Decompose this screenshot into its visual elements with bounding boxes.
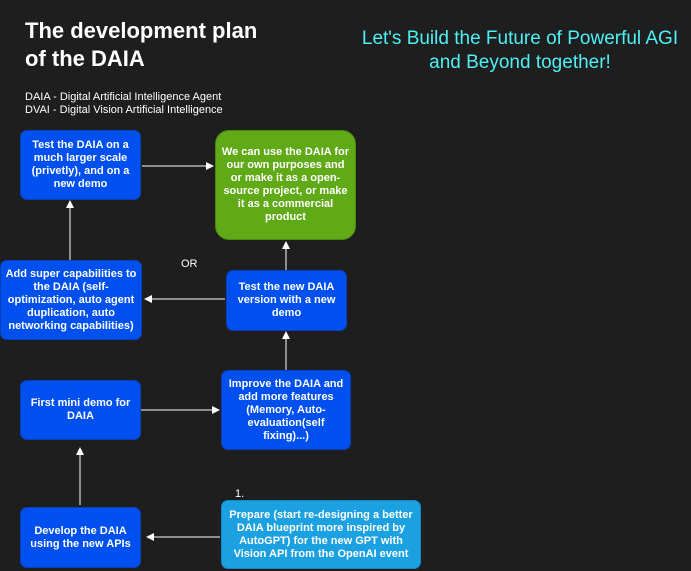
box-use-daia: We can use the DAIA for our own purposes…: [215, 130, 356, 240]
page-title: The development plan of the DAIA: [25, 17, 257, 73]
box-first-mini-demo: First mini demo for DAIA: [20, 380, 141, 440]
box-test-new-version: Test the new DAIA version with a new dem…: [226, 270, 347, 331]
box-prepare: Prepare (start re-designing a better DAI…: [221, 500, 421, 569]
box-develop-daia: Develop the DAIA using the new APIs: [20, 507, 141, 568]
box-test-larger-scale: Test the DAIA on a much larger scale (pr…: [20, 130, 141, 200]
tagline-line-2: and Beyond together!: [429, 52, 611, 73]
definition-dvai: DVAI - Digital Vision Artificial Intelli…: [25, 104, 223, 116]
step-one-label: 1.: [235, 488, 245, 500]
tagline: Let's Build the Future of Powerful AGI a…: [350, 27, 690, 75]
title-line-2: of the DAIA: [25, 46, 145, 71]
or-label: OR: [181, 258, 198, 270]
tagline-line-1: Let's Build the Future of Powerful AGI: [361, 28, 679, 49]
acronym-definitions: DAIA - Digital Artificial Intelligence A…: [25, 91, 223, 117]
box-improve-daia: Improve the DAIA and add more features (…: [221, 370, 351, 450]
title-line-1: The development plan: [25, 18, 258, 43]
box-super-capabilities: Add super capabilities to the DAIA (self…: [0, 260, 142, 340]
definition-daia: DAIA - Digital Artificial Intelligence A…: [25, 91, 222, 103]
